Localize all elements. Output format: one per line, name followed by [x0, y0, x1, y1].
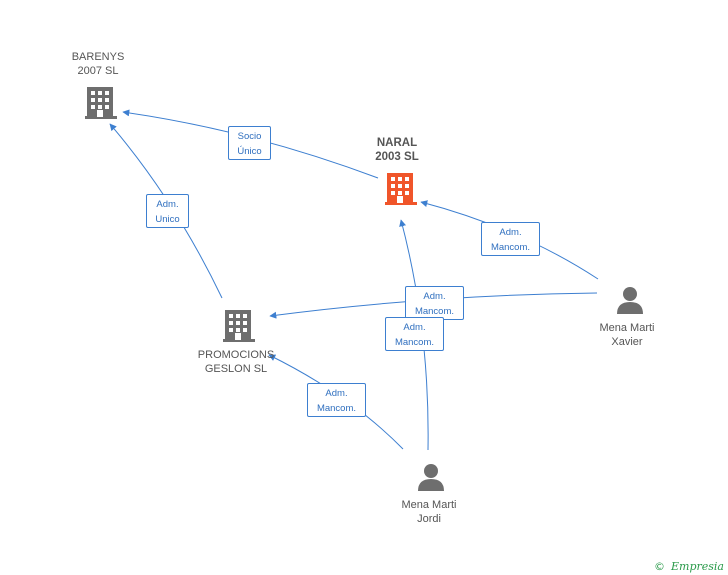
building-icon — [85, 87, 117, 119]
person-name-given: Jordi — [417, 513, 441, 525]
copyright-icon: © — [654, 560, 665, 573]
edge-label-adm-mancom: Adm. Mancom. — [385, 317, 444, 351]
empresia-watermark: © Empresia — [654, 560, 724, 573]
company-label-naral[interactable]: NARAL 2003 SL — [357, 136, 437, 164]
company-name-suffix: 2003 SL — [375, 151, 419, 163]
company-name: PROMOCIONS — [197, 349, 275, 361]
edge-label-adm-mancom: Adm. Mancom. — [307, 383, 366, 417]
edge-label-adm-mancom: Adm. Mancom. — [405, 286, 464, 320]
brand-logo: Empresia — [671, 560, 724, 573]
edge-label-adm-mancom: Adm. Mancom. — [481, 222, 540, 256]
company-label-barenys[interactable]: BARENYS 2007 SL — [58, 50, 138, 78]
person-icon — [418, 464, 444, 491]
company-name: NARAL — [376, 137, 418, 149]
edge-label-socio-unico: Socio Único — [228, 126, 271, 160]
person-icon — [617, 287, 643, 314]
company-label-promocions[interactable]: PROMOCIONS GESLON SL — [190, 348, 282, 376]
company-name-suffix: GESLON SL — [204, 363, 268, 375]
person-name: Mena Marti — [599, 322, 655, 334]
person-name: Mena Marti — [401, 499, 457, 511]
edge-label-adm-unico: Adm. Unico — [146, 194, 189, 228]
person-label-jordi[interactable]: Mena Marti Jordi — [389, 498, 469, 526]
company-name: BARENYS — [71, 51, 125, 63]
building-icon — [223, 310, 255, 342]
person-name-given: Xavier — [611, 336, 643, 348]
person-label-xavier[interactable]: Mena Marti Xavier — [587, 321, 667, 349]
company-name-suffix: 2007 SL — [77, 65, 119, 77]
building-icon — [385, 173, 417, 205]
